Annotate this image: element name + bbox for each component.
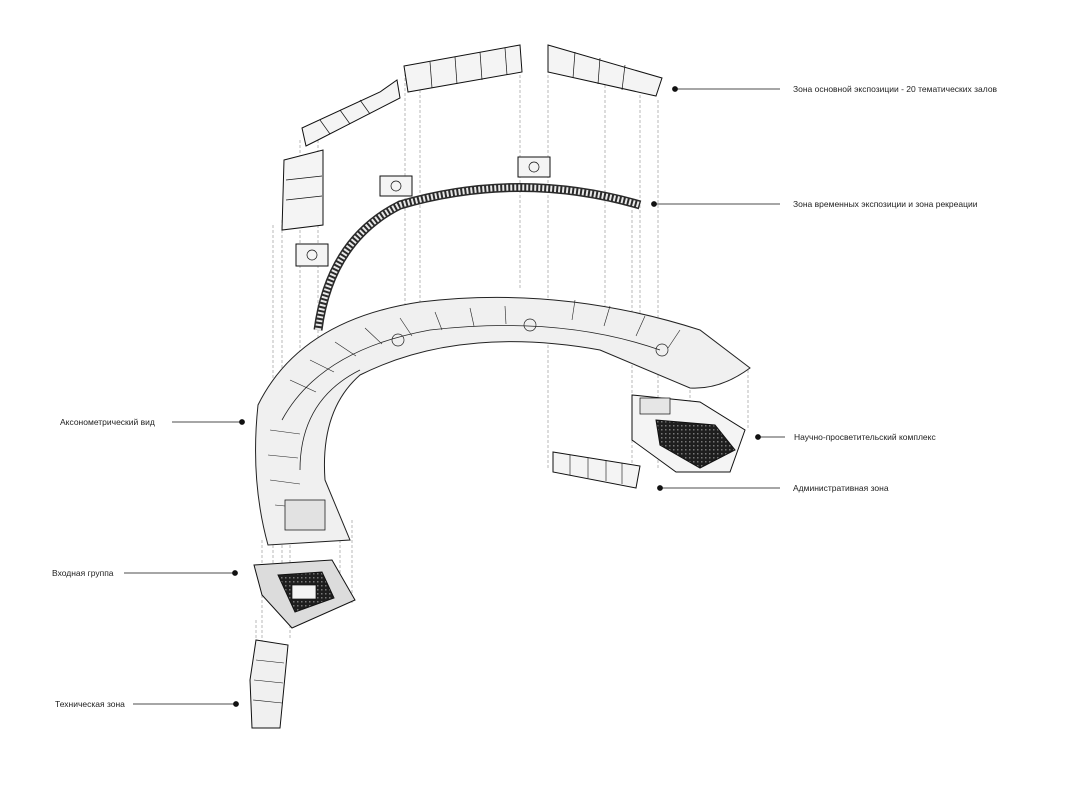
label-admin-zone: Административная зона <box>793 483 889 493</box>
stair-core <box>295 243 329 267</box>
main-exposition-level <box>281 44 663 231</box>
entrance-group-block <box>253 559 356 629</box>
main-exposition-segment <box>281 149 324 231</box>
label-temporary-exposition: Зона временных экспозиции и зона рекреац… <box>793 199 978 209</box>
main-exposition-segment <box>547 44 663 97</box>
main-exposition-segment <box>301 79 401 147</box>
label-axonometric: Аксонометрический вид <box>60 417 155 427</box>
admin-zone-block <box>552 451 641 489</box>
label-entrance-group: Входная группа <box>52 568 114 578</box>
stair-core <box>379 175 413 197</box>
stair-core <box>517 156 551 178</box>
central-hall <box>284 499 326 531</box>
axonometric-ring <box>255 296 751 546</box>
leader-lines <box>124 86 785 707</box>
technical-zone-block <box>249 639 289 729</box>
science-complex <box>631 394 746 473</box>
label-main-exposition: Зона основной экспозиции - 20 тематическ… <box>793 84 998 94</box>
temporary-exposition-level <box>295 156 642 331</box>
label-science-complex: Научно-просветительский комплекс <box>794 432 936 442</box>
label-technical-zone: Техническая зона <box>55 699 125 709</box>
main-exposition-segment <box>403 44 523 93</box>
